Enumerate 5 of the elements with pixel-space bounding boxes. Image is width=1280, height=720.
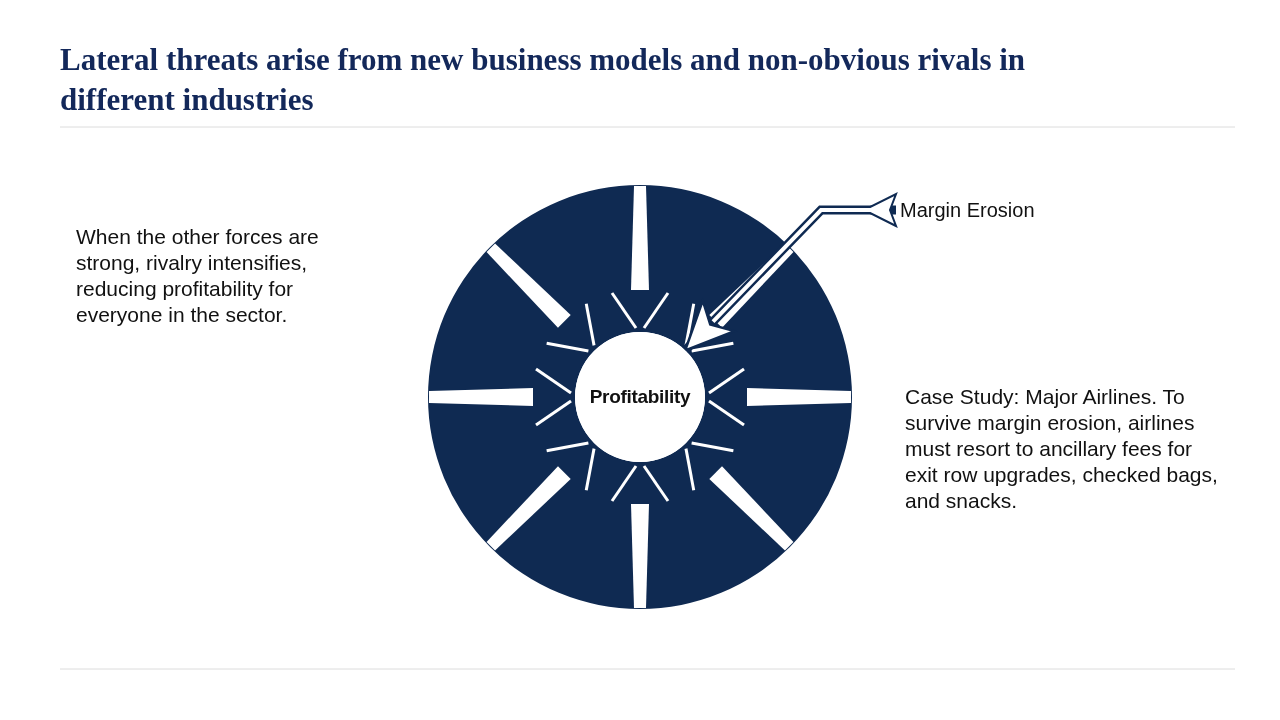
case-study-text: Case Study: Major Airlines. To survive margin erosion, airlines must resort to ancillary fees for exit row upgrades, checked bags, and snacks. (905, 384, 1219, 514)
callout-label: Margin Erosion (900, 199, 1035, 221)
body-text: When the other forces are strong, rivalry intensifies, reducing profitability for everyone in the sector. (76, 224, 320, 328)
center-label: Profitability (589, 385, 691, 409)
slide-title: Lateral threats arise from new business models and non-obvious rivals in different industries (60, 41, 1027, 119)
